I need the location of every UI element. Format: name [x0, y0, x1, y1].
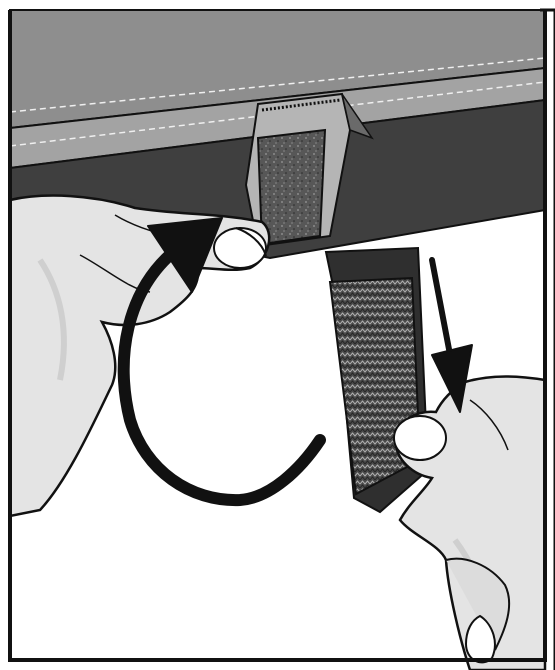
loop-fastener-patch	[258, 130, 325, 244]
left-thumbnail	[214, 228, 266, 268]
right-thumbnail	[394, 416, 446, 460]
